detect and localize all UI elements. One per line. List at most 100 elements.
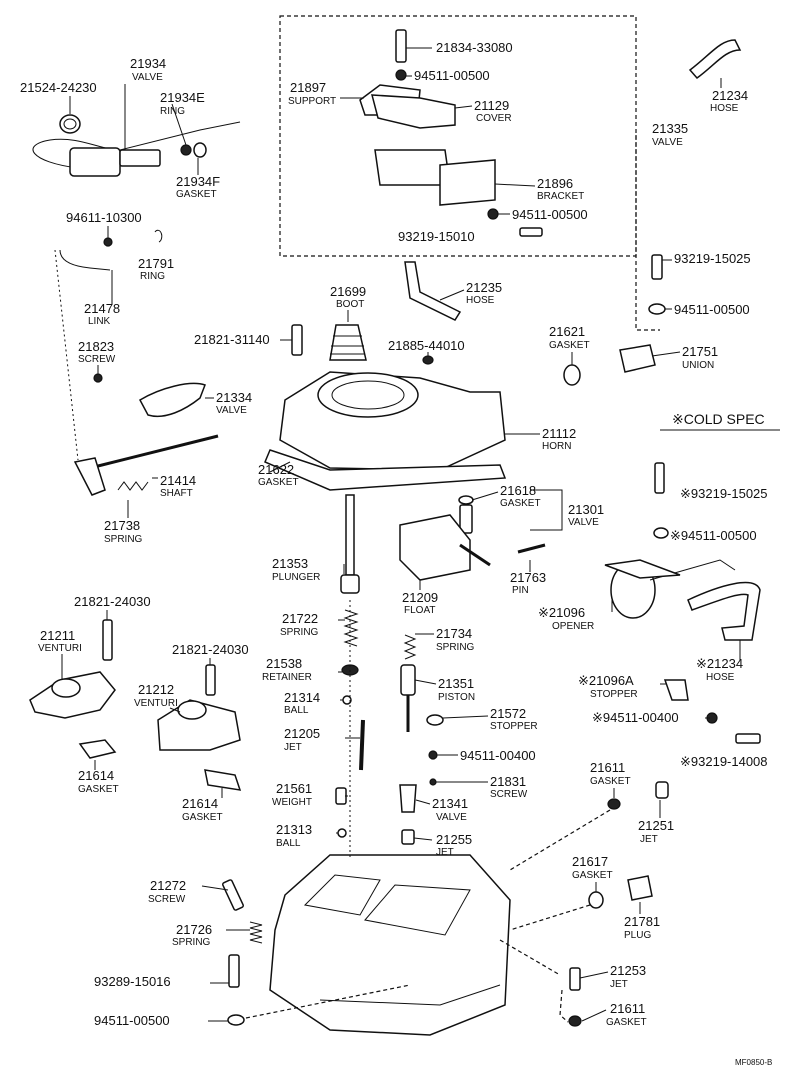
leader-lines [61, 47, 741, 1022]
spring-21738-part [117, 481, 149, 491]
reference-code: MF0850-B [735, 1058, 772, 1067]
bolt-21821-31140-part [291, 324, 303, 356]
callout-name: HORN [542, 441, 571, 452]
callout-part-no: 21414 [160, 473, 196, 488]
callout-name: PLUNGER [272, 572, 320, 583]
callout-part-no: 21235 [466, 280, 502, 295]
part-21885-part [422, 355, 434, 365]
valve-21341-part [399, 784, 417, 813]
washer-94511-00400-b-part [428, 750, 438, 760]
callout-name: BOOT [336, 299, 364, 310]
callout-part-no: 21129 [474, 98, 509, 113]
callout-part-no: 21897 [290, 80, 326, 95]
callout-name: UNION [682, 360, 714, 371]
washer-e-part [227, 1014, 245, 1026]
callout-part-no: 21699 [330, 284, 366, 299]
callout-part-no: 21821-31140 [194, 332, 270, 347]
callout-name: PISTON [438, 692, 475, 703]
hose-21235-part [404, 261, 462, 321]
float-bowl-chamber-a [303, 874, 381, 916]
callout-name: JET [284, 742, 302, 753]
float-arm [459, 543, 491, 567]
callout-name: VALVE [436, 812, 467, 823]
gasket-21611-a-part [607, 798, 621, 810]
callout-name: VALVE [568, 517, 599, 528]
callout-name: VALVE [132, 72, 163, 83]
gasket-21622-part [264, 449, 507, 491]
bolt-93219-15025-b-part [654, 462, 665, 494]
jet-21253-part [569, 967, 581, 991]
screw-21821-24030-b-part [205, 664, 216, 696]
callout-name: SCREW [78, 354, 116, 365]
callout-name: LINK [88, 316, 111, 327]
callout-part-no: 21621 [549, 324, 585, 339]
washer-c-part [648, 303, 666, 315]
callout-part-no: 21351 [438, 676, 474, 691]
callout-name: RING [140, 271, 165, 282]
shaft-lever [73, 457, 106, 496]
bolt-93219-14008-part [735, 733, 761, 744]
callout-part-no: 21763 [510, 570, 546, 585]
callout-name: SHAFT [160, 488, 193, 499]
callout-part-no: 21209 [402, 590, 438, 605]
callout-part-no: 21211 [40, 628, 75, 643]
callout-part-no: 21313 [276, 822, 312, 837]
callout-part-no: 21617 [572, 854, 608, 869]
spring-21734-part [403, 634, 417, 660]
plunger-21353-head [340, 574, 360, 594]
callout-part-no: 94511-00500 [94, 1013, 170, 1028]
callout-part-no: 21234 [712, 88, 748, 103]
float-21209-part [399, 514, 471, 581]
callout-part-no: 21335 [652, 121, 688, 136]
callout-part-no: ※21234 [696, 656, 743, 671]
callout-part-no: 21831 [490, 774, 526, 789]
gasket-21621-part [563, 364, 581, 386]
boot-ribs [330, 335, 365, 355]
valve-21335-dashed-leader [635, 135, 660, 331]
callout-name: VALVE [652, 137, 683, 148]
callout-name: GASKET [176, 189, 217, 200]
plunger-21353-rod [345, 494, 355, 576]
callout-name: GASKET [78, 784, 119, 795]
callout-name: SPRING [172, 937, 211, 948]
callout-part-no: 21781 [624, 914, 660, 929]
callout-part-no: 21934F [176, 174, 220, 189]
spring-21726-part [249, 921, 263, 944]
bracket-21301-leader [530, 489, 563, 531]
gasket-21618-part [458, 495, 474, 505]
bolt-93289-15016-part [228, 954, 240, 988]
callout-part-no: ※21096 [538, 605, 585, 620]
callout-part-no: 93219-15025 [674, 251, 751, 266]
bracket-21896-part [374, 149, 451, 186]
spring-21722-part [343, 609, 359, 647]
callout-part-no: 21212 [138, 682, 174, 697]
callout-part-no: ※94511-00500 [670, 528, 757, 543]
hose-right-part [687, 581, 761, 641]
washer-d-part [653, 527, 669, 539]
callout-name: GASKET [606, 1017, 647, 1028]
callout-part-no: 21722 [282, 611, 318, 626]
screw-21821-24030-a-part [102, 619, 113, 661]
horn-21112-bore [317, 372, 419, 418]
ring-part [59, 114, 81, 134]
callout-part-no: 21934E [160, 90, 205, 105]
gasket-21614-b-part [204, 769, 242, 791]
leader-bowl-jet [499, 939, 561, 976]
callout-name: VALVE [216, 405, 247, 416]
callout-name: SCREW [490, 789, 528, 800]
venturi-21212-bore [177, 700, 207, 720]
callout-part-no: 21821-24030 [172, 642, 249, 657]
piston-21351-part [400, 664, 416, 696]
link-rod [59, 249, 111, 271]
solenoid-valve-body [69, 147, 121, 177]
washer-b-part [487, 208, 499, 220]
callout-part-no: ※93219-15025 [680, 486, 768, 501]
callout-part-no: 21572 [490, 706, 526, 721]
ring-e-part [180, 144, 192, 156]
boot-21699-part [329, 324, 367, 361]
callout-part-no: ※21096A [578, 673, 634, 688]
callout-part-no: 21821-24030 [74, 594, 151, 609]
callout-part-no: 21834-33080 [436, 40, 513, 55]
callout-part-no: 21538 [266, 656, 302, 671]
